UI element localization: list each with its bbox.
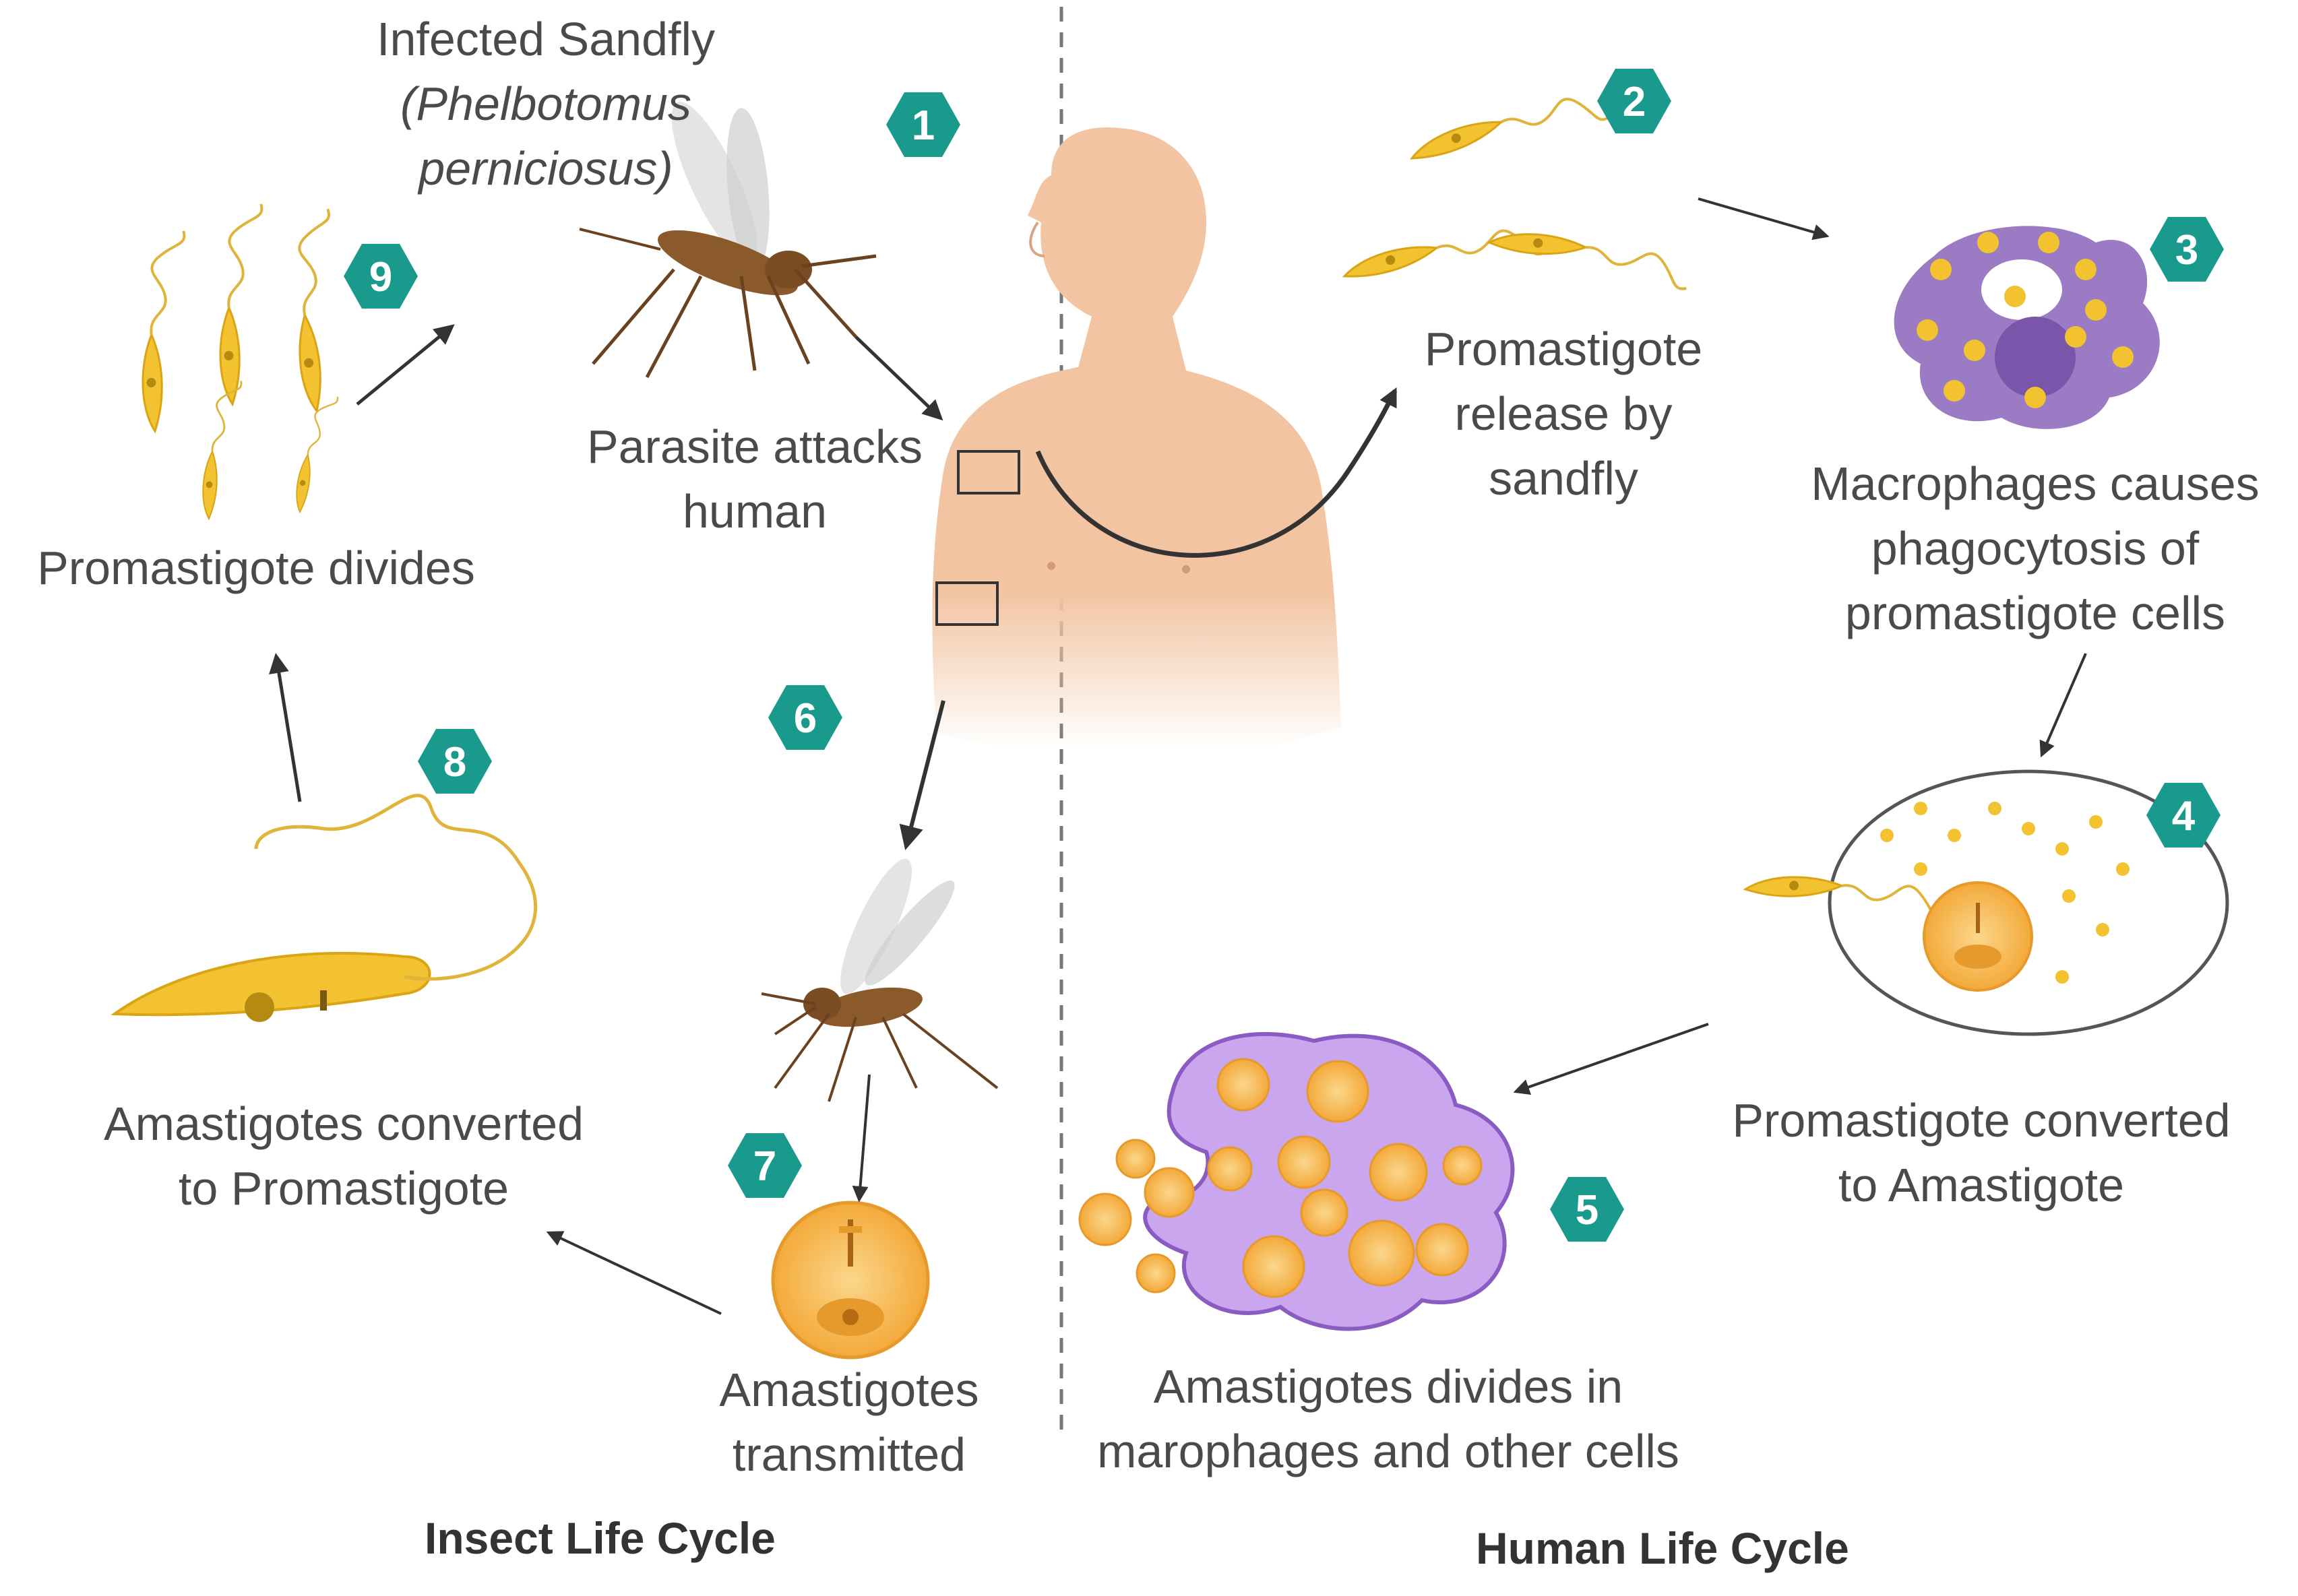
label-converted-to-amastigote: Promastigote converted to Amastigote (1685, 1088, 2278, 1217)
svg-text:9: 9 (369, 254, 392, 300)
label-amastigotes-transmitted: Amastigotes transmitted (674, 1358, 1024, 1487)
label-amastigotes-divide: Amastigotes divides in marophages and ot… (1051, 1354, 1725, 1483)
label-line: to Amastigote (1838, 1159, 2125, 1211)
step-badge-9: 9 (344, 244, 418, 309)
label-parasite-attacks: Parasite attacks human (546, 414, 964, 544)
amastigote-icon (771, 1201, 930, 1360)
label-line: Amastigotes converted (103, 1097, 584, 1150)
arrow-icon (269, 197, 2087, 1315)
label-converted-to-promastigote: Amastigotes converted to Promastigote (54, 1091, 633, 1221)
label-line: to Promastigote (178, 1162, 509, 1215)
label-line: Promastigote converted (1732, 1094, 2231, 1147)
label-line: Promastigote divides (37, 542, 475, 594)
label-line: human (682, 485, 828, 538)
step-badge-1: 1 (886, 92, 960, 157)
promastigote-icon (122, 198, 343, 520)
label-line: Promastigote (1424, 323, 1703, 375)
section-title-human: Human Life Cycle (1476, 1523, 1849, 1573)
sandfly-icon (579, 102, 877, 379)
step-badge-7: 7 (728, 1133, 802, 1198)
svg-text:1: 1 (912, 102, 935, 149)
macrophage-icon (1078, 1032, 1515, 1331)
label-line: marophages and other cells (1097, 1425, 1679, 1477)
label-line: perniciosus) (418, 142, 673, 195)
step-badge-4: 4 (2146, 783, 2221, 848)
human-torso-icon (932, 127, 1341, 748)
step-badge-3: 3 (2150, 217, 2224, 282)
step-badge-2: 2 (1597, 69, 1671, 133)
label-line: transmitted (732, 1428, 966, 1481)
label-line: promastigote cells (1844, 587, 2226, 639)
svg-text:6: 6 (794, 695, 817, 742)
svg-text:2: 2 (1623, 79, 1646, 125)
svg-text:3: 3 (2175, 227, 2198, 274)
step-badge-5: 5 (1550, 1177, 1624, 1242)
macrophage-icon (1894, 226, 2160, 429)
svg-text:7: 7 (753, 1143, 776, 1190)
step-badge-8: 8 (418, 729, 492, 794)
label-line: Amastigotes divides in (1153, 1360, 1623, 1413)
svg-text:5: 5 (1576, 1187, 1598, 1234)
label-line: phagocytosis of (1871, 522, 2200, 575)
label-line: Infected Sandfly (377, 13, 715, 65)
label-line: (Phelbotomus (400, 77, 691, 130)
promastigote-icon (111, 794, 537, 1022)
svg-text:4: 4 (2172, 793, 2196, 839)
conversion-cell (1743, 769, 2229, 1036)
label-line: Parasite attacks (587, 420, 923, 473)
label-line: release by (1454, 387, 1673, 440)
svg-text:8: 8 (443, 739, 466, 786)
label-macrophages: Macrophages causes phagocytosis of proma… (1779, 451, 2291, 645)
section-title-insect: Insect Life Cycle (425, 1513, 776, 1563)
label-infected-sandfly: Infected Sandfly (Phelbotomus perniciosu… (323, 7, 768, 201)
sandfly-icon (761, 858, 999, 1102)
label-promastigote-divides: Promastigote divides (0, 536, 512, 600)
label-promastigote-release: Promastigote release by sandfly (1355, 317, 1772, 511)
label-line: Macrophages causes (1811, 457, 2260, 510)
bite-site-box (935, 581, 999, 626)
label-line: sandfly (1489, 452, 1638, 505)
label-line: Amastigotes (719, 1364, 979, 1416)
bite-site-box (957, 450, 1020, 494)
step-badge-6: 6 (768, 685, 842, 750)
